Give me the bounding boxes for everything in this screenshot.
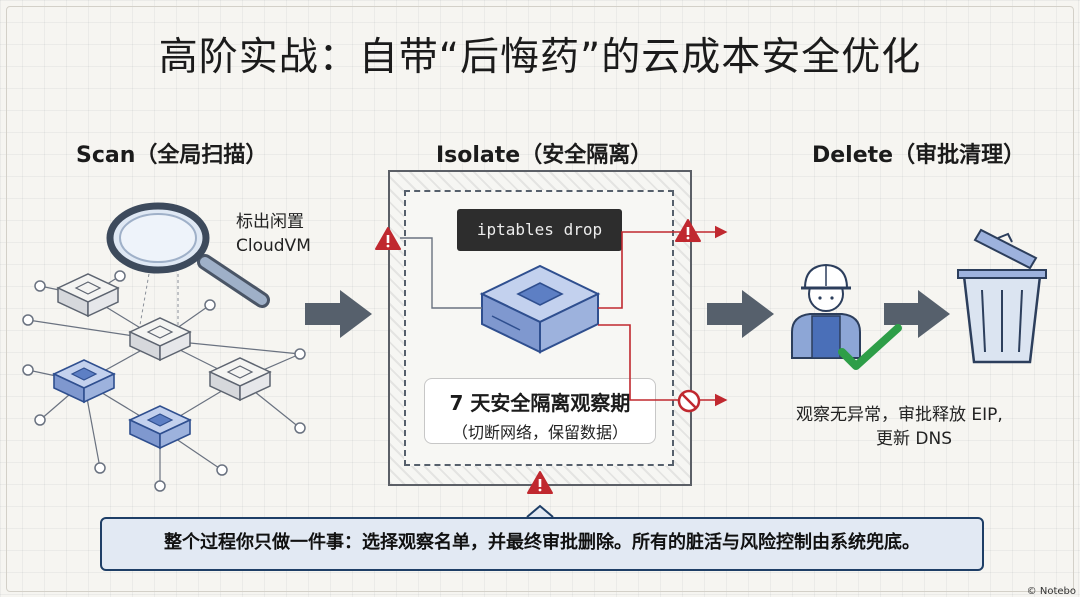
scan-beam [139, 267, 179, 326]
idle-server-icon [128, 405, 192, 450]
iptables-command-label: iptables drop [457, 209, 622, 251]
diagram-title: 高阶实战：自带“后悔药”的云成本安全优化 [158, 35, 922, 80]
warning-icon [675, 219, 701, 242]
blocked-outbound-connection [598, 225, 728, 309]
arrow-icon [707, 290, 774, 338]
isolated-server-icon [479, 264, 601, 354]
trash-can-icon [957, 228, 1047, 364]
server-icon [208, 357, 272, 402]
scan-note-line1: 标出闲置 [236, 212, 304, 232]
delete-note: 观察无异常，审批释放 EIP, 更新 DNS [796, 403, 1003, 451]
network-nodes [22, 270, 306, 492]
server-icon [128, 317, 192, 362]
no-entry-icon [677, 389, 701, 413]
isolation-period-label: 7 天安全隔离观察期 （切断网络，保留数据） [424, 378, 656, 444]
scan-note: 标出闲置 CloudVM [236, 210, 311, 258]
delete-stage-title: Delete（审批清理） [812, 143, 1026, 168]
copyright-mark: © Notebo [1026, 586, 1076, 597]
delete-note-line1: 观察无异常，审批释放 EIP, [796, 405, 1003, 425]
delete-note-line2: 更新 DNS [876, 429, 953, 449]
idle-server-icon [52, 359, 116, 404]
blocked-outbound-connection [598, 324, 728, 407]
scan-note-line2: CloudVM [236, 236, 311, 256]
warning-icon [527, 471, 553, 494]
server-icon [56, 273, 120, 318]
summary-banner: 整个过程你只做一件事：选择观察名单，并最终审批删除。所有的脏活与风险控制由系统兜… [100, 517, 984, 571]
magnifier-icon [106, 202, 270, 308]
isolation-period-title: 7 天安全隔离观察期 [449, 391, 631, 415]
isolate-stage-title: Isolate（安全隔离） [436, 143, 653, 168]
summary-pointer [526, 504, 554, 518]
warning-icon [375, 227, 401, 250]
scan-stage-title: Scan（全局扫描） [76, 143, 268, 168]
arrow-icon [884, 290, 950, 338]
check-icon [838, 324, 902, 370]
diagram-frame [6, 6, 1074, 592]
isolation-period-detail: （切断网络，保留数据） [451, 423, 628, 442]
arrow-icon [305, 290, 372, 338]
inbound-connection [400, 237, 482, 309]
worker-icon [791, 263, 861, 359]
